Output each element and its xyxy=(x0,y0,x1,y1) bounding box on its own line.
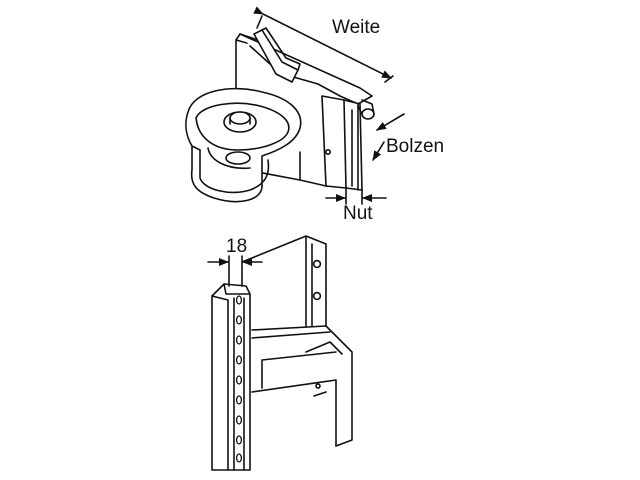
upright-assembly xyxy=(211,235,353,471)
swivel-hook xyxy=(185,87,302,203)
dimension-weite xyxy=(253,6,394,83)
bolt-pin xyxy=(361,108,375,120)
label-bolzen: Bolzen xyxy=(386,136,445,157)
upright-slots xyxy=(235,295,243,463)
bracket-front-plate xyxy=(343,99,363,191)
horizontal-rail xyxy=(251,325,353,447)
dimension-bolzen xyxy=(372,113,405,161)
back-upright xyxy=(241,235,327,337)
label-dimension-18: 18 xyxy=(226,236,248,257)
dimension-nut xyxy=(325,187,387,205)
dimension-18 xyxy=(207,255,263,287)
label-weite: Weite xyxy=(332,17,381,38)
label-nut: Nut xyxy=(343,203,373,224)
